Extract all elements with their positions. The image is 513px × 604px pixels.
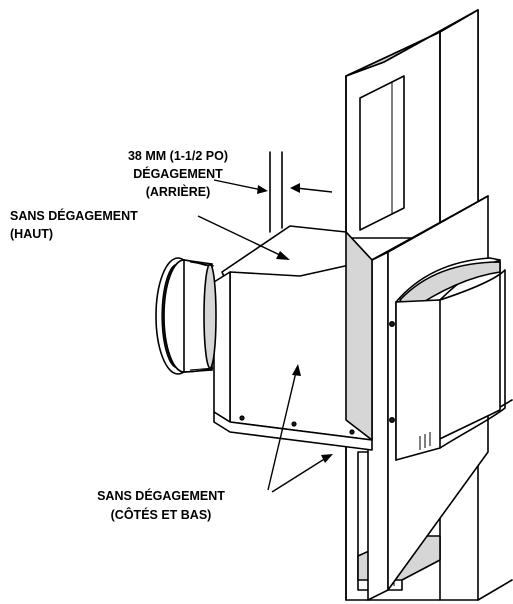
top-clearance-label: SANS DÉGAGEMENT (HAUT) [10, 208, 138, 241]
vent-hood [389, 257, 506, 461]
rear-clearance-label-line2: DÉGAGEMENT [133, 166, 223, 181]
top-clearance-label-line1: SANS DÉGAGEMENT [10, 208, 138, 223]
rear-clearance-label-line1: 38 MM (1-1/2 PO) [128, 149, 228, 163]
sides-clearance-arrow-upper [267, 364, 301, 491]
terminal-box [213, 225, 373, 451]
rear-clearance-label: 38 MM (1-1/2 PO) DÉGAGEMENT (ARRIÈRE) [128, 149, 228, 199]
rear-clearance-marker [269, 151, 283, 233]
rear-clearance-label-line3: (ARRIÈRE) [146, 184, 211, 199]
sides-clearance-arrow-lower [271, 454, 333, 493]
pipe-collar [155, 257, 217, 375]
rear-clearance-arrow-left [213, 179, 268, 194]
sides-clearance-label-line2: (CÔTÉS ET BAS) [111, 507, 212, 522]
rear-clearance-arrow-right [290, 183, 333, 193]
top-clearance-label-line2: (HAUT) [10, 227, 53, 241]
top-clearance-arrow [197, 215, 290, 260]
sides-clearance-label: SANS DÉGAGEMENT (CÔTÉS ET BAS) [97, 488, 225, 522]
sides-clearance-label-line1: SANS DÉGAGEMENT [97, 488, 225, 503]
